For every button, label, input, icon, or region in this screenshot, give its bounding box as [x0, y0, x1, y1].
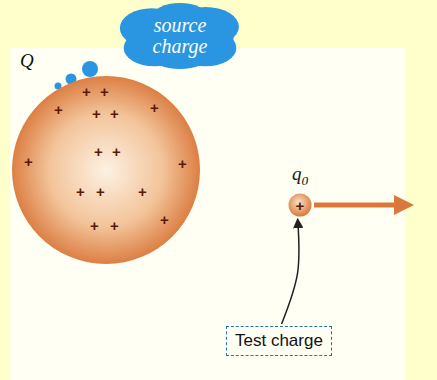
plus-sign: + [150, 100, 159, 115]
force-arrow [314, 203, 398, 208]
plus-sign: + [54, 102, 63, 117]
charge-label: q0 [292, 163, 308, 189]
plus-sign: + [82, 84, 91, 99]
test-charge: q0+ [288, 193, 312, 217]
sphere-outline [12, 76, 200, 264]
plus-sign: + [96, 184, 105, 199]
plus-sign: + [94, 144, 103, 159]
plus-sign: + [160, 212, 169, 227]
plus-sign: + [90, 218, 99, 233]
plus-sign: + [24, 154, 33, 169]
thought-cloud: source charge [116, 3, 244, 69]
plus-sign: + [138, 184, 147, 199]
figure-panel [10, 48, 405, 380]
plus-sign: + [110, 218, 119, 233]
plus-sign: + [296, 198, 305, 213]
sphere-body [12, 76, 200, 264]
plus-sign: + [76, 184, 85, 199]
leader-arrow [282, 220, 300, 324]
plus-sign: + [110, 106, 119, 121]
charge-label: Q [20, 50, 34, 72]
plus-sign: + [178, 156, 187, 171]
source-sphere: Q++++++++++++++++ [12, 76, 200, 264]
cloud-text: source charge [138, 15, 222, 57]
test-charge-body [289, 194, 312, 217]
plus-sign: + [112, 144, 121, 159]
label-box: Test charge [226, 326, 332, 356]
plus-sign: + [100, 84, 109, 99]
plus-sign: + [92, 106, 101, 121]
box-label: Test charge [227, 327, 331, 355]
thought-dot [82, 61, 98, 77]
